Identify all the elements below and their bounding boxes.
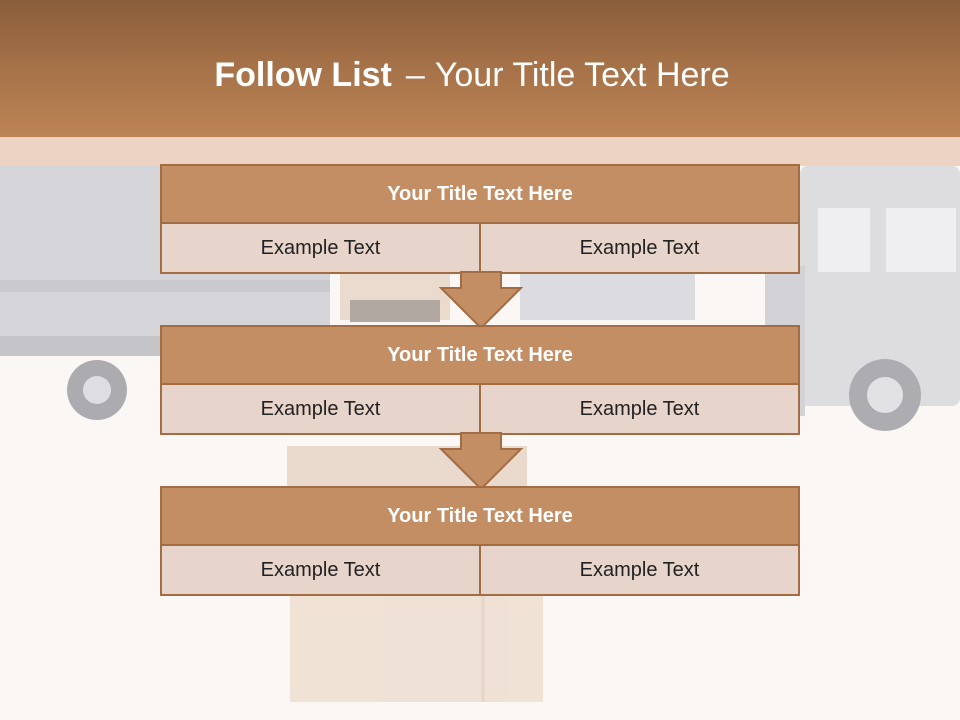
step-row: Example Text Example Text xyxy=(162,546,798,594)
page-title: Follow List–Your Title Text Here xyxy=(0,56,944,95)
step-row: Example Text Example Text xyxy=(162,385,798,433)
step-title: Your Title Text Here xyxy=(162,327,798,383)
step-block-2: Your Title Text Here Example Text Exampl… xyxy=(160,325,800,435)
down-arrow-icon xyxy=(438,432,524,491)
step-block-3: Your Title Text Here Example Text Exampl… xyxy=(160,486,800,596)
step-title: Your Title Text Here xyxy=(162,166,798,222)
step-cell-left: Example Text xyxy=(162,385,479,433)
header-band xyxy=(0,0,960,137)
step-cell-left: Example Text xyxy=(162,224,479,272)
header-accent-strip xyxy=(0,137,960,166)
step-cell-left: Example Text xyxy=(162,546,479,594)
step-cell-right: Example Text xyxy=(481,224,798,272)
step-cell-right: Example Text xyxy=(481,546,798,594)
title-rest: Your Title Text Here xyxy=(434,56,730,94)
title-separator: – xyxy=(405,56,425,94)
title-bold: Follow List xyxy=(214,56,392,94)
step-cell-right: Example Text xyxy=(481,385,798,433)
down-arrow-icon xyxy=(438,271,524,330)
step-row: Example Text Example Text xyxy=(162,224,798,272)
step-title: Your Title Text Here xyxy=(162,488,798,544)
step-block-1: Your Title Text Here Example Text Exampl… xyxy=(160,164,800,274)
